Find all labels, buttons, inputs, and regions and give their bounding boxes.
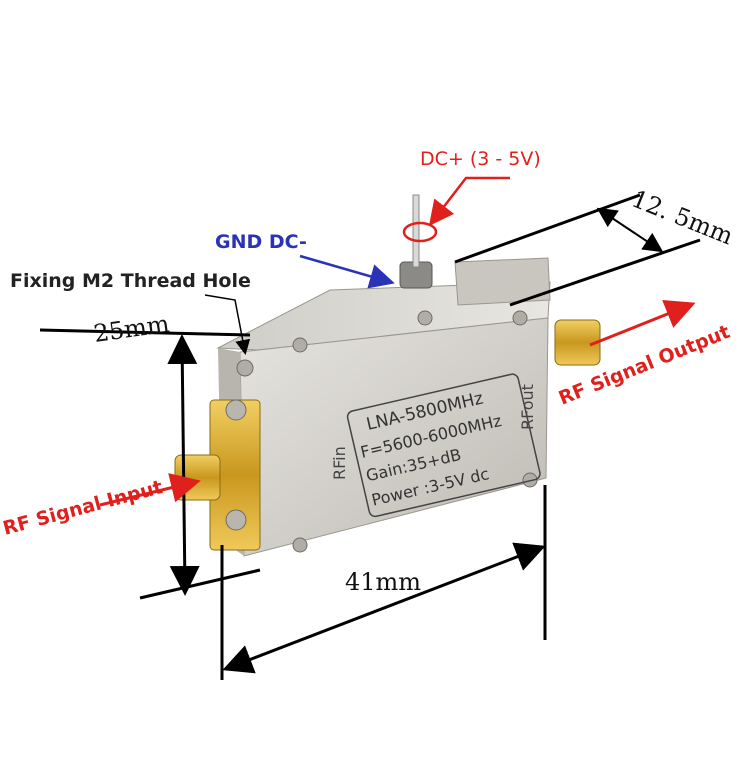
port-label-rfout: RFout: [518, 384, 537, 430]
depth-dimension-arrow: [596, 207, 664, 253]
sma-input-connector: [174, 399, 261, 551]
height-dimension-arrow: [167, 334, 200, 596]
port-label-rfin: RFin: [330, 446, 349, 480]
depth-extension-line-back: [454, 193, 641, 264]
gnd-label: GND DC-: [215, 231, 307, 253]
dc-plus-arrow: [428, 176, 510, 226]
depth-dimension: 12. 5mm: [628, 185, 738, 251]
dc-pin-highlight: [402, 221, 438, 243]
lna-module: LNA-5800MHz F=5600-6000MHz Gain:35+dB Po…: [174, 194, 601, 557]
length-dimension-arrow: [222, 542, 546, 674]
gnd-arrow: [299, 254, 395, 289]
height-extension-top: [39, 328, 251, 337]
rf-input-label: RF Signal Input: [1, 476, 165, 540]
rf-input-arrow: [99, 473, 201, 507]
dc-plus-label: DC+ (3 - 5V): [420, 148, 541, 170]
height-dimension: 25mm: [92, 310, 171, 348]
rf-output-arrow: [589, 299, 696, 347]
depth-extension-line-front: [509, 238, 701, 307]
length-dimension: 41mm: [345, 568, 421, 596]
fixing-hole-label: Fixing M2 Thread Hole: [10, 270, 251, 292]
dc-pin: [412, 194, 420, 268]
mount-flange: [454, 257, 551, 306]
height-extension-bottom: [139, 568, 261, 600]
